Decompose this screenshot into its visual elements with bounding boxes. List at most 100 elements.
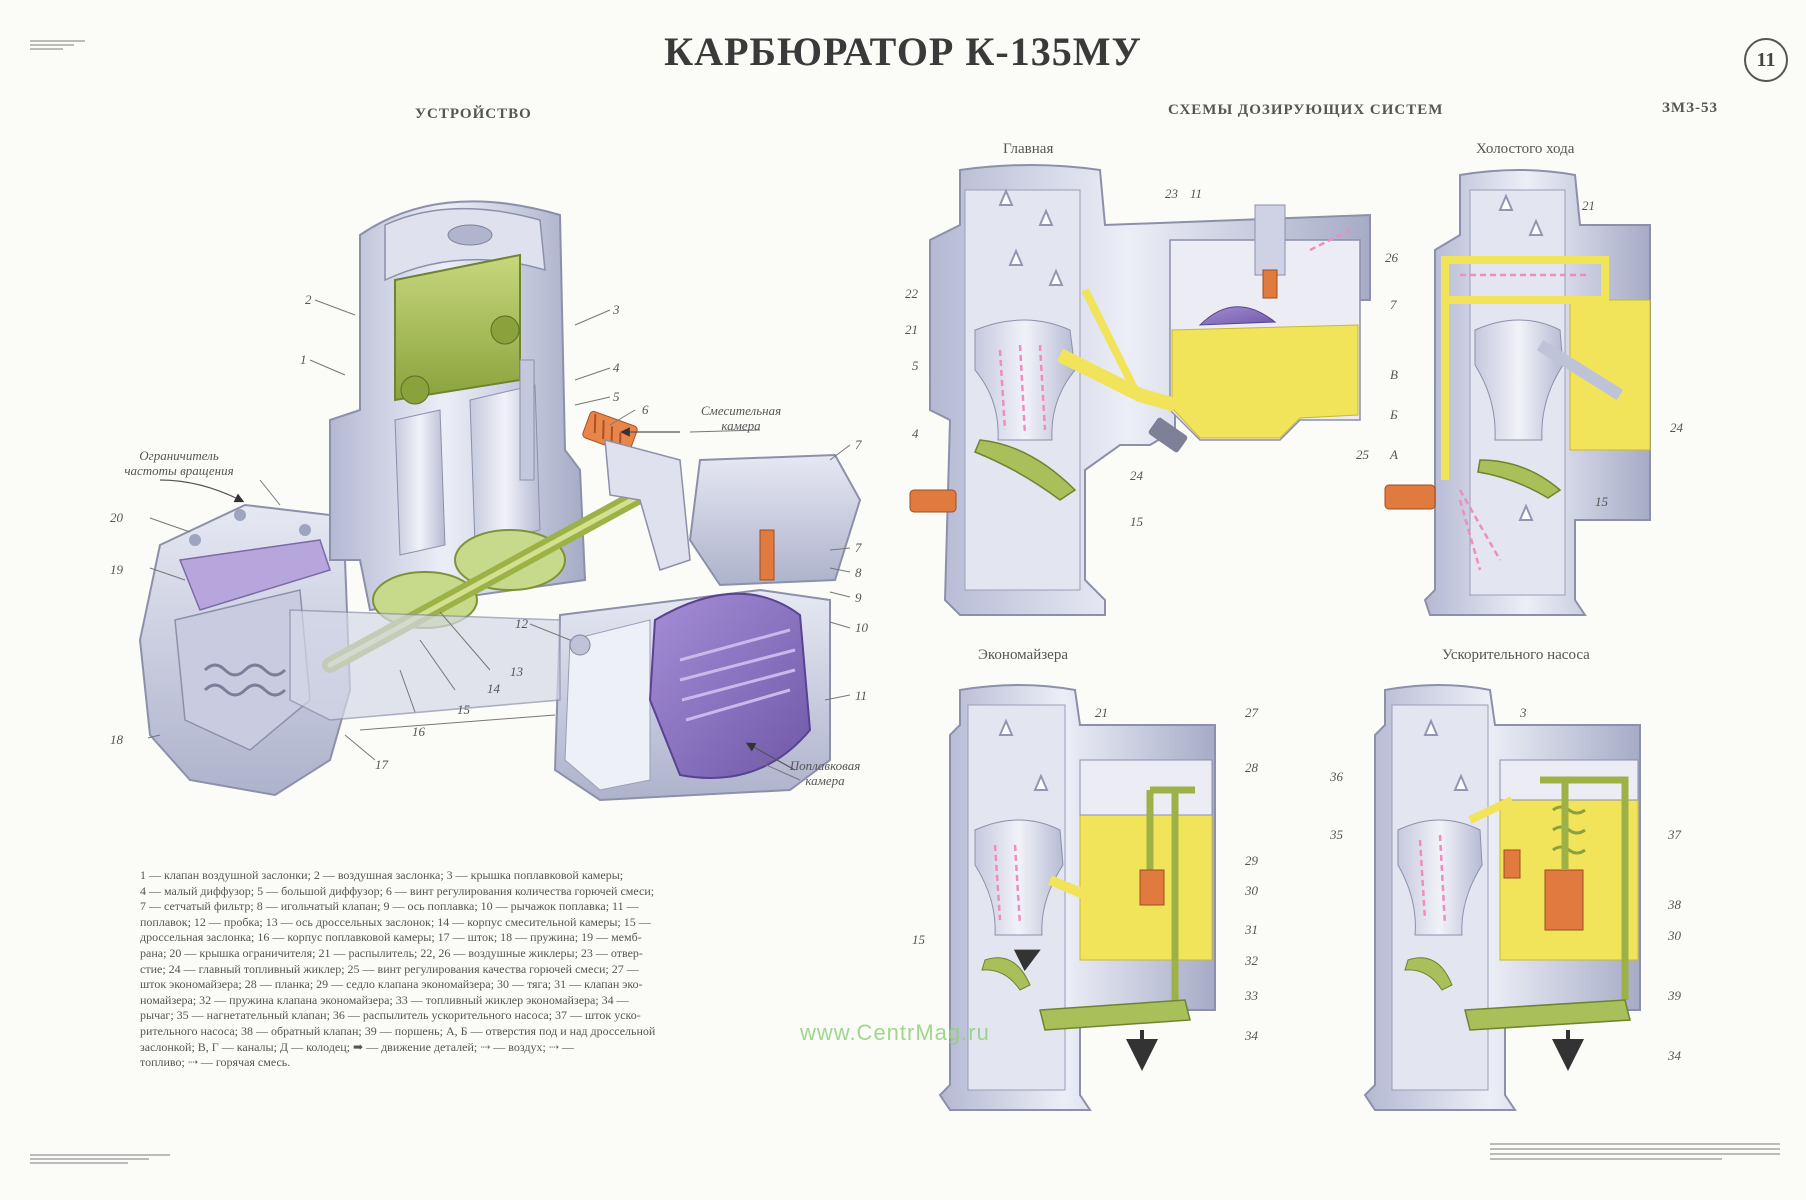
pump-diffuser — [1397, 819, 1483, 936]
idle-label-a: А — [1390, 447, 1398, 462]
limiter-membrane — [178, 539, 331, 611]
section-title-device: УСТРОЙСТВО — [415, 106, 532, 122]
main-throttle — [974, 439, 1077, 501]
econ-lever — [1039, 999, 1191, 1031]
device-label-11: 11 — [855, 688, 868, 703]
engine-label: ЗМЗ-53 — [1662, 100, 1718, 116]
main-mixture-screw — [909, 489, 957, 513]
idle-label-25: 25 — [1356, 447, 1369, 462]
main-label-22: 22 — [905, 286, 918, 301]
pump-label-35: 35 — [1330, 827, 1343, 842]
device-label-15: 15 — [457, 702, 470, 717]
page-title: КАРБЮРАТОР К-135МУ — [664, 29, 1142, 74]
legend-line: 7 — сетчатый фильтр; 8 — игольчатый клап… — [140, 899, 639, 914]
device-label-2: 2 — [305, 292, 312, 307]
scheme-title-pump: Ускорительного насоса — [1442, 647, 1590, 663]
legend-line: 4 — малый диффузор; 5 — большой диффузор… — [140, 883, 655, 898]
imprint-top-left — [30, 38, 85, 52]
sheet-number-badge: 11 — [1744, 38, 1788, 82]
pump-label-3: 3 — [1520, 705, 1527, 720]
device-label-17: 17 — [375, 757, 388, 772]
device-label-16: 16 — [412, 724, 425, 739]
mixture-screw-spring — [582, 410, 638, 454]
econ-label-21: 21 — [1095, 705, 1108, 720]
main-label-24: 24 — [1130, 468, 1143, 483]
pump-lever — [1464, 999, 1631, 1031]
idle-label-21: 21 — [1582, 198, 1595, 213]
econ-label-32: 32 — [1245, 953, 1258, 968]
idle-label-26: 26 — [1385, 250, 1398, 265]
device-label-19: 19 — [110, 562, 123, 577]
econ-label-34: 34 — [1245, 1028, 1258, 1043]
main-label-21: 21 — [905, 322, 918, 337]
device-label-13: 13 — [510, 664, 523, 679]
device-label-5: 5 — [613, 389, 620, 404]
idle-label-b: Б — [1390, 407, 1398, 422]
legend-line: номайзера; 32 — пружина клапана экономай… — [140, 992, 629, 1007]
econ-label-15: 15 — [912, 932, 925, 947]
main-label-23: 23 — [1165, 186, 1178, 201]
main-label-5: 5 — [912, 358, 919, 373]
section-title-schemes: СХЕМЫ ДОЗИРУЮЩИХ СИСТЕМ — [1168, 102, 1444, 118]
idle-label-15: 15 — [1595, 494, 1608, 509]
device-label-12: 12 — [515, 616, 528, 631]
device-cutaway — [138, 200, 862, 802]
idle-mixture-screw — [1384, 484, 1436, 510]
callout-float-chamber: Поплавковая камера — [789, 758, 861, 788]
legend-line: шток экономайзера; 28 — планка; 29 — сед… — [140, 977, 643, 992]
float-chamber-cover — [688, 453, 862, 587]
pump-label-34: 34 — [1668, 1048, 1681, 1063]
device-label-9: 9 — [855, 590, 862, 605]
imprint-bottom-left — [30, 1152, 170, 1166]
scheme-pump — [1363, 684, 1641, 1111]
device-label-7a: 7 — [855, 437, 862, 452]
scheme-main — [909, 164, 1371, 616]
legend-line: заслонкой; В, Г — каналы; Д — колодец; ➡… — [140, 1039, 574, 1054]
main-float — [1198, 306, 1277, 326]
legend-line: дроссельная заслонка; 16 — корпус поплав… — [140, 930, 642, 945]
legend: 1 — клапан воздушной заслонки; 2 — возду… — [140, 868, 880, 1071]
main-fuel — [1171, 324, 1359, 439]
device-label-20: 20 — [110, 510, 123, 525]
limiter-spring — [203, 663, 287, 697]
idle-throttle — [1477, 459, 1562, 499]
scheme-title-main: Главная — [1003, 141, 1054, 157]
idle-label-24: 24 — [1670, 420, 1683, 435]
scheme-title-idle: Холостого хода — [1476, 141, 1575, 157]
econ-diffuser — [974, 819, 1064, 936]
econ-label-27: 27 — [1245, 705, 1258, 720]
econ-label-29: 29 — [1245, 853, 1258, 868]
pump-label-38: 38 — [1668, 897, 1681, 912]
imprint-bottom-right — [1490, 1140, 1780, 1163]
scheme-idle — [1384, 169, 1651, 616]
legend-line: 1 — клапан воздушной заслонки; 2 — возду… — [140, 868, 624, 882]
main-label-15: 15 — [1130, 514, 1143, 529]
legend-line: рана; 20 — крышка ограничителя; 21 — рас… — [140, 945, 643, 960]
pump-label-30: 30 — [1668, 928, 1681, 943]
device-label-3: 3 — [613, 302, 620, 317]
device-label-18: 18 — [110, 732, 123, 747]
idle-label-v: В — [1390, 367, 1398, 382]
callout-mixing-chamber: Смесительная камера — [700, 403, 782, 433]
scheme-title-economizer: Экономайзера — [978, 647, 1068, 663]
econ-label-28: 28 — [1245, 760, 1258, 775]
pump-throttle — [1404, 957, 1453, 991]
legend-line: поплавок; 12 — пробка; 13 — ось дроссель… — [140, 914, 651, 929]
pump-label-39: 39 — [1668, 988, 1681, 1003]
scheme-economizer — [938, 684, 1216, 1111]
econ-label-33: 33 — [1245, 988, 1258, 1003]
legend-line: рычаг; 35 — нагнетательный клапан; 36 — … — [140, 1008, 641, 1023]
econ-throttle — [981, 957, 1031, 991]
callout-limiter: Ограничитель частоты вращения — [124, 448, 234, 478]
econ-label-31: 31 — [1245, 922, 1258, 937]
watermark: www.CentrMag.ru — [800, 1020, 990, 1045]
device-leaders — [147, 299, 851, 781]
pump-label-37: 37 — [1668, 827, 1681, 842]
idle-label-7: 7 — [1390, 297, 1397, 312]
main-label-11: 11 — [1190, 186, 1203, 201]
pump-label-36: 36 — [1330, 769, 1343, 784]
device-label-14: 14 — [487, 681, 500, 696]
legend-line: топливо; ⇢ — горячая смесь. — [140, 1055, 291, 1070]
legend-line: рительного насоса; 38 — обратный клапан;… — [140, 1023, 656, 1038]
